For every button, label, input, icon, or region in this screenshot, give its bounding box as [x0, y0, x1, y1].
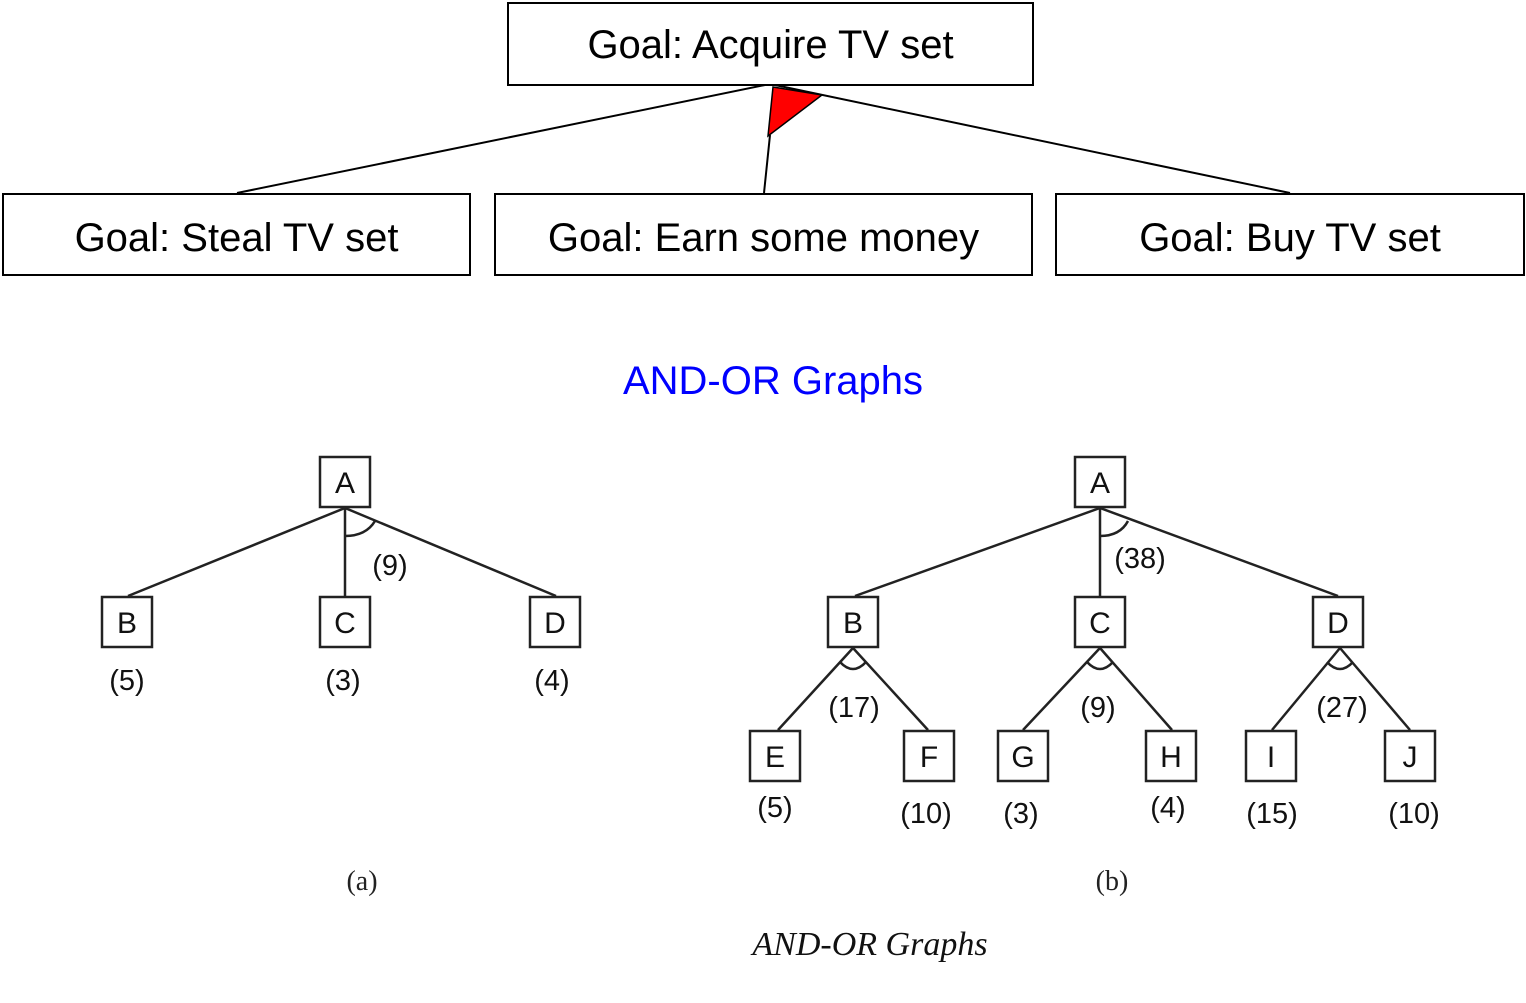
- graph-a-edge-a-b: [127, 506, 346, 598]
- graph-b-edge-a-b: [854, 506, 1101, 598]
- goal-node-root-label: Goal: Acquire TV set: [587, 23, 953, 67]
- graph-b-node-d: [1311, 595, 1365, 649]
- graph-b-labels: A B C D E F G H I J (38) (17) (9) (27) (…: [757, 467, 1440, 897]
- goal-node-root: Goal: Acquire TV set: [507, 2, 1034, 86]
- graph-b-node-g: [996, 729, 1050, 783]
- graph-b-node-i-label: I: [1267, 741, 1275, 774]
- graph-a-node-c: [318, 595, 372, 649]
- graph-a-node-b-label: B: [117, 607, 137, 640]
- graph-b-arc-cost-root: (38): [1114, 543, 1166, 575]
- graph-a-cost-b: (5): [109, 665, 144, 697]
- edge-root-steal: [236, 84, 766, 194]
- graph-a-cost-d: (4): [534, 665, 569, 697]
- graph-b-node-h-label: H: [1160, 741, 1182, 774]
- graph-b-node-j: [1383, 729, 1437, 783]
- goal-node-earn: Goal: Earn some money: [494, 193, 1033, 276]
- graph-b-node-f: [902, 729, 956, 783]
- graph-a-node-c-label: C: [334, 607, 356, 640]
- graph-b-node-j-label: J: [1403, 741, 1418, 774]
- graph-b-node-a: [1073, 455, 1127, 509]
- graph-a-node-a-label: A: [335, 467, 355, 500]
- and-arc-marker: [767, 86, 824, 138]
- graph-b-cost-i: (15): [1246, 798, 1298, 830]
- graph-a-node-b: [100, 595, 154, 649]
- graph-b-arc-cost-b: (17): [828, 692, 880, 724]
- graph-b-node-f-label: F: [920, 741, 938, 774]
- graph-a-node-a: [318, 455, 372, 509]
- graph-b-label: (b): [1096, 866, 1129, 897]
- graph-b-and-arc-d: [1326, 661, 1354, 671]
- graph-b-and-arc-root: [1099, 520, 1130, 538]
- graph-b-and-arc-c: [1086, 661, 1114, 671]
- graph-b-and-arc-b: [839, 661, 867, 671]
- graph-b-node-e-label: E: [765, 741, 785, 774]
- graph-b-edge-c-g: [1022, 647, 1101, 731]
- graph-a-label: (a): [346, 866, 377, 897]
- graph-b-cost-g: (3): [1003, 798, 1038, 830]
- edge-root-buy: [774, 84, 1291, 194]
- graph-b-node-g-label: G: [1011, 741, 1034, 774]
- graph-a-node-d-label: D: [544, 607, 566, 640]
- goal-node-buy-label: Goal: Buy TV set: [1139, 216, 1441, 260]
- graph-b-node-b: [826, 595, 880, 649]
- edge-root-earn: [763, 134, 771, 194]
- graph-b-cost-f: (10): [900, 798, 952, 830]
- goal-node-buy: Goal: Buy TV set: [1055, 193, 1525, 276]
- graph-b-node-c: [1073, 595, 1127, 649]
- graph-a-labels: A B C D (9) (5) (3) (4) (a): [109, 467, 569, 897]
- graph-b-node-i: [1244, 729, 1298, 783]
- graph-a-cost-c: (3): [325, 665, 360, 697]
- graph-b-arc-cost-d: (27): [1316, 692, 1368, 724]
- graph-b-edge-d-i: [1271, 647, 1341, 731]
- goal-node-earn-label: Goal: Earn some money: [548, 216, 979, 260]
- graph-b: [748, 455, 1437, 783]
- graph-b-node-e: [748, 729, 802, 783]
- graph-b-cost-j: (10): [1388, 798, 1440, 830]
- graph-a-node-d: [528, 595, 582, 649]
- figure-caption: AND-OR Graphs: [750, 926, 987, 963]
- graph-b-node-a-label: A: [1090, 467, 1110, 500]
- graph-b-node-h: [1144, 729, 1198, 783]
- graph-b-node-c-label: C: [1089, 607, 1111, 640]
- goal-node-steal: Goal: Steal TV set: [2, 193, 471, 276]
- graph-a-and-arc: [344, 520, 377, 538]
- goal-node-steal-label: Goal: Steal TV set: [75, 216, 399, 260]
- graph-b-node-b-label: B: [843, 607, 863, 640]
- graph-b-edge-a-d: [1099, 506, 1339, 598]
- graph-a: [100, 455, 582, 649]
- graph-b-cost-e: (5): [757, 792, 792, 824]
- graph-a-arc-cost: (9): [372, 550, 407, 582]
- graph-b-node-d-label: D: [1327, 607, 1349, 640]
- graph-b-arc-cost-c: (9): [1080, 692, 1115, 724]
- goal-tree: Goal: Acquire TV set Goal: Steal TV set …: [2, 2, 1525, 276]
- graph-a-edge-a-d: [344, 506, 557, 598]
- section-title: AND-OR Graphs: [623, 359, 923, 403]
- graph-b-cost-h: (4): [1150, 792, 1185, 824]
